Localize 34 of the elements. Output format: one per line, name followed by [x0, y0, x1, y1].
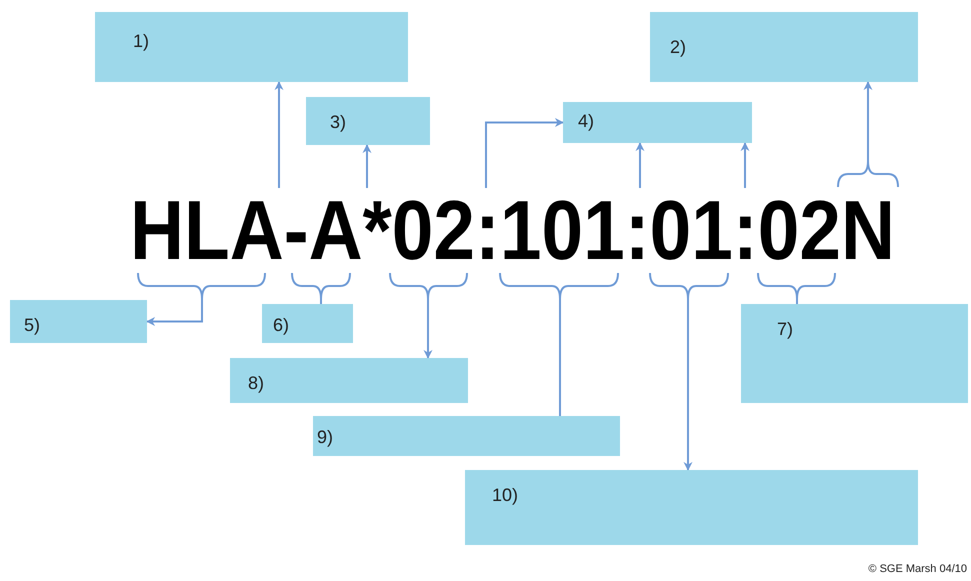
box-number: 3): [330, 113, 346, 133]
box-number: 4): [578, 112, 594, 132]
answer-box: [741, 304, 968, 403]
answer-box: [563, 102, 752, 143]
box-number: 5): [24, 316, 40, 336]
answer-box: [10, 300, 147, 343]
bracket-leader-line: [757, 272, 836, 305]
leader-line: [362, 144, 372, 188]
box-number: 1): [133, 32, 150, 52]
answer-box: [306, 97, 430, 145]
bracket-leader-line: [499, 272, 619, 417]
bracket-leader-line: [837, 81, 899, 188]
box-number: 2): [670, 38, 686, 58]
leader-line: [485, 118, 564, 188]
box-number: 6): [273, 316, 290, 336]
answer-box: [313, 416, 620, 456]
bracket-leader-line: [649, 272, 729, 471]
box-number: 8): [248, 374, 264, 394]
answer-box: [95, 12, 408, 82]
bracket-leader-line: [137, 272, 266, 326]
answer-box: [230, 358, 468, 403]
bracket-leader-line: [291, 272, 351, 305]
answer-box: [650, 12, 918, 82]
box-number: 10): [492, 486, 518, 506]
bracket-leader-line: [389, 272, 468, 359]
answer-box: [465, 470, 918, 545]
leader-line: [740, 142, 750, 188]
box-number: 7): [777, 320, 794, 340]
allele-name: HLA-A*02:101:01:02N: [130, 188, 895, 272]
box-number: 9): [317, 428, 334, 448]
leader-line: [274, 81, 284, 188]
copyright-note: © SGE Marsh 04/10: [868, 563, 967, 575]
leader-line: [636, 142, 644, 188]
answer-box: [262, 304, 353, 343]
